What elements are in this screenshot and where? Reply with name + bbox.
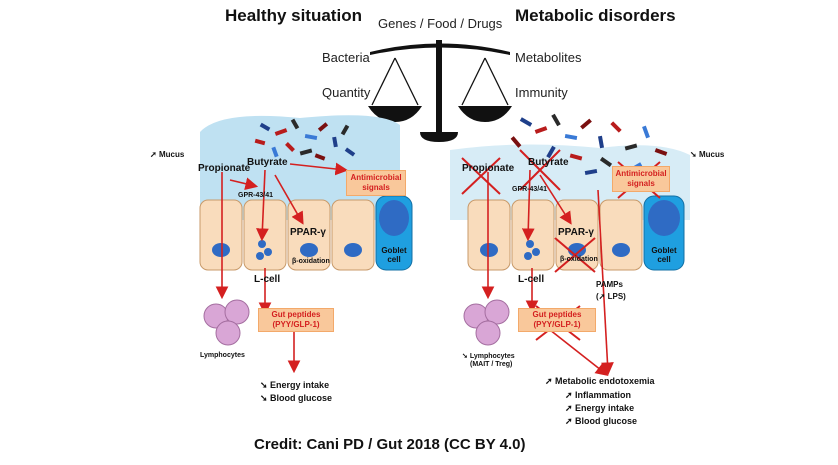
lymphocytes-label-disorder: ➘ Lymphocytes <box>462 353 515 360</box>
increase-arrow-icon: ➚ <box>565 416 576 426</box>
increase-arrow-icon: ➚ <box>565 390 576 400</box>
goblet-label-disorder: Goblet cell <box>651 246 677 264</box>
balance-left-label-2: Quantity <box>322 85 371 100</box>
balance-right-label-1: Metabolites <box>515 50 582 65</box>
butyrate-label-healthy: Butyrate <box>247 157 288 168</box>
butyrate-label-disorder: Butyrate <box>528 157 569 168</box>
increase-arrow-icon: ➚ <box>545 376 556 386</box>
arrows-healthy <box>215 162 349 374</box>
energy-intake-disorder: ➚ Energy intake <box>565 403 635 413</box>
blood-glucose-disorder: ➚ Blood glucose <box>565 416 638 426</box>
lymphocytes-healthy <box>203 299 250 346</box>
balance-top-label: Genes / Food / Drugs <box>378 16 503 31</box>
lymphocytes-label-healthy: Lymphocytes <box>200 352 245 359</box>
gpr-label-healthy: GPR-43/41 <box>238 192 274 199</box>
decrease-arrow-icon: ➘ <box>260 393 271 403</box>
arrows-disorder <box>481 169 614 376</box>
antimicrobial-box-disorder: Antimicrobial signals <box>612 166 670 192</box>
gut-peptides-box-healthy: Gut peptides (PYY/GLP-1) <box>258 308 334 332</box>
ppar-label-healthy: PPAR-γ <box>290 227 326 238</box>
mucus-label-healthy: ➚ Mucus <box>150 150 185 159</box>
title-healthy: Healthy situation <box>225 6 362 25</box>
goblet-label-healthy: Goblet cell <box>381 246 407 264</box>
title-disorders: Metabolic disorders <box>515 6 676 25</box>
lcell-label-disorder: L-cell <box>518 274 545 285</box>
pamps-label: PAMPs <box>596 280 623 289</box>
balance-right-label-2: Immunity <box>515 85 568 100</box>
balance-left-label-1: Bacteria <box>322 50 370 65</box>
bacteria-cluster-healthy <box>254 118 356 161</box>
gpr-label-disorder: GPR-43/41 <box>512 186 548 193</box>
antimicrobial-box-healthy: Antimicrobial signals <box>346 170 406 196</box>
ppar-label-disorder: PPAR-γ <box>558 227 594 238</box>
gut-peptides-box-disorder: Gut peptides (PYY/GLP-1) <box>518 308 596 332</box>
increase-arrow-icon: ➚ <box>598 292 608 301</box>
propionate-label-healthy: Propionate <box>198 163 251 174</box>
propionate-label-disorder: Propionate <box>462 163 515 174</box>
credit-line: Credit: Cani PD / Gut 2018 (CC BY 4.0) <box>254 436 526 453</box>
energy-intake-healthy: ➘ Energy intake <box>260 380 330 390</box>
lps-label: (➚ LPS) <box>596 292 626 301</box>
lymphocytes-sub-label-disorder: (MAIT / Treg) <box>470 361 513 368</box>
lymphocytes-disorder <box>463 299 510 346</box>
decrease-arrow-icon: ➘ <box>260 380 271 390</box>
mucus-label-disorder: ➘ Mucus <box>690 150 725 159</box>
epithelium-disorder <box>467 195 685 271</box>
increase-arrow-icon: ➚ <box>565 403 576 413</box>
inflammation-disorder: ➚ Inflammation <box>565 390 632 400</box>
metabolic-endotoxemia: ➚ Metabolic endotoxemia <box>545 376 655 386</box>
decrease-arrow-icon: ➘ <box>462 353 470 360</box>
beta-oxidation-label-healthy: β-oxidation <box>292 258 330 265</box>
lcell-label-healthy: L-cell <box>254 274 281 285</box>
blood-glucose-healthy: ➘ Blood glucose <box>260 393 333 403</box>
decrease-arrow-icon: ➘ <box>690 150 699 159</box>
beta-oxidation-label-disorder: β-oxidation <box>560 256 598 263</box>
increase-arrow-icon: ➚ <box>150 150 159 159</box>
